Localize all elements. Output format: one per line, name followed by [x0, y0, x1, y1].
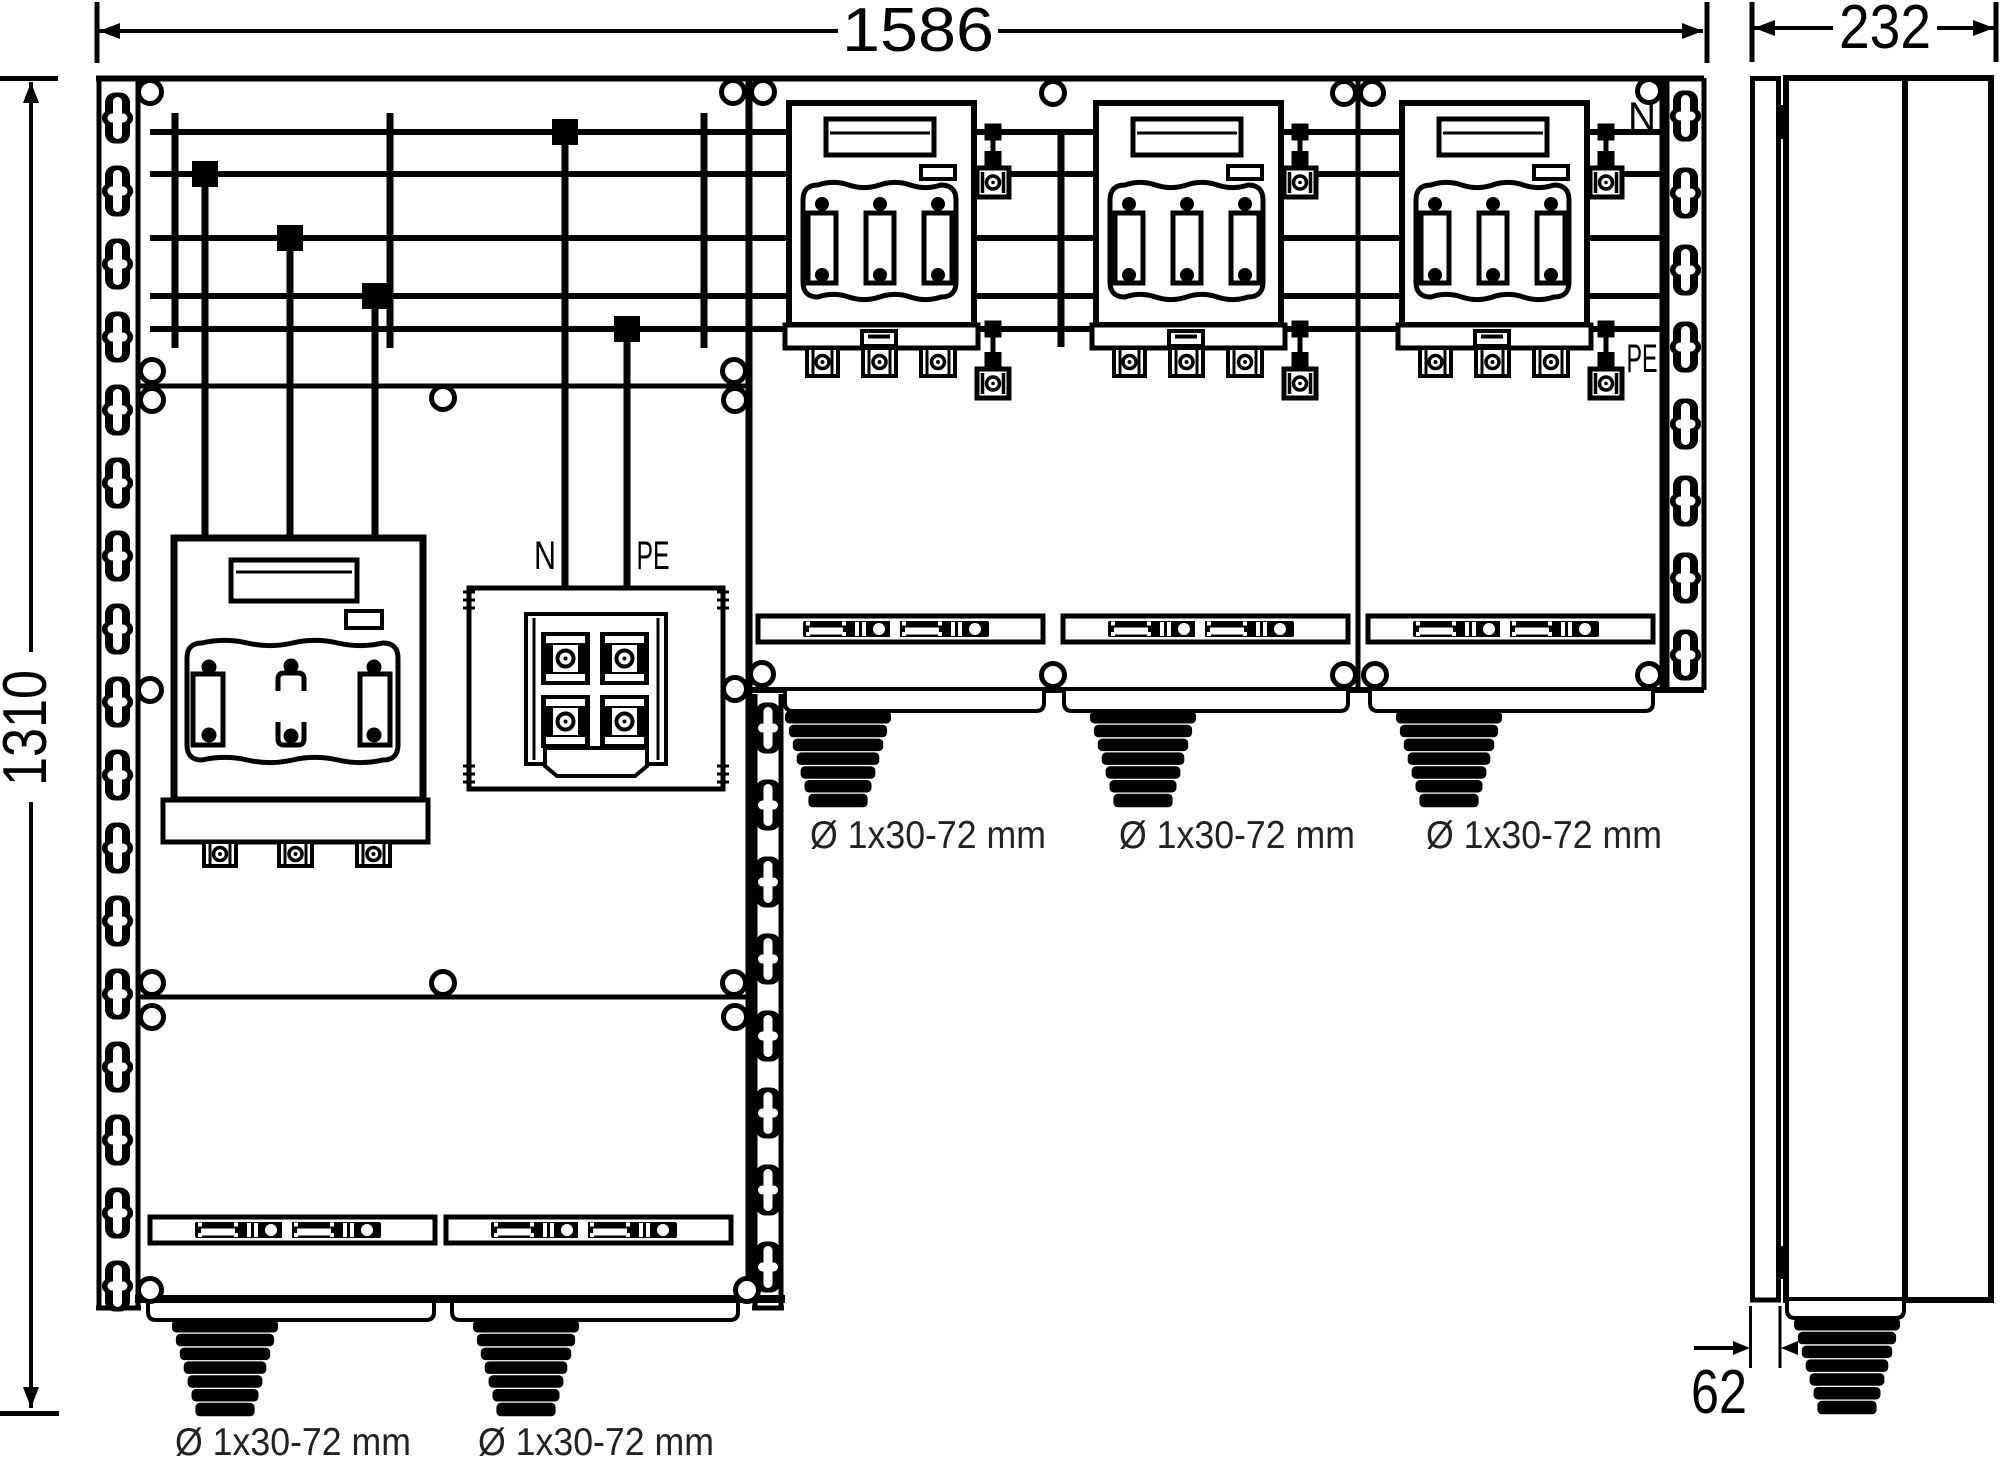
svg-text:N: N	[1628, 95, 1656, 139]
svg-text:PE: PE	[1627, 337, 1658, 381]
svg-text:Ø 1x30-72 mm: Ø 1x30-72 mm	[1426, 814, 1662, 857]
svg-text:N: N	[534, 534, 556, 578]
svg-text:232: 232	[1839, 0, 1931, 62]
svg-text:1310: 1310	[0, 670, 60, 786]
svg-text:Ø 1x30-72 mm: Ø 1x30-72 mm	[478, 1421, 714, 1461]
svg-text:Ø 1x30-72 mm: Ø 1x30-72 mm	[810, 814, 1046, 857]
svg-text:1586: 1586	[842, 0, 994, 65]
svg-text:Ø 1x30-72 mm: Ø 1x30-72 mm	[1119, 814, 1355, 857]
svg-text:62: 62	[1691, 1358, 1747, 1427]
svg-text:PE: PE	[637, 534, 670, 578]
svg-text:Ø 1x30-72 mm: Ø 1x30-72 mm	[175, 1421, 411, 1461]
